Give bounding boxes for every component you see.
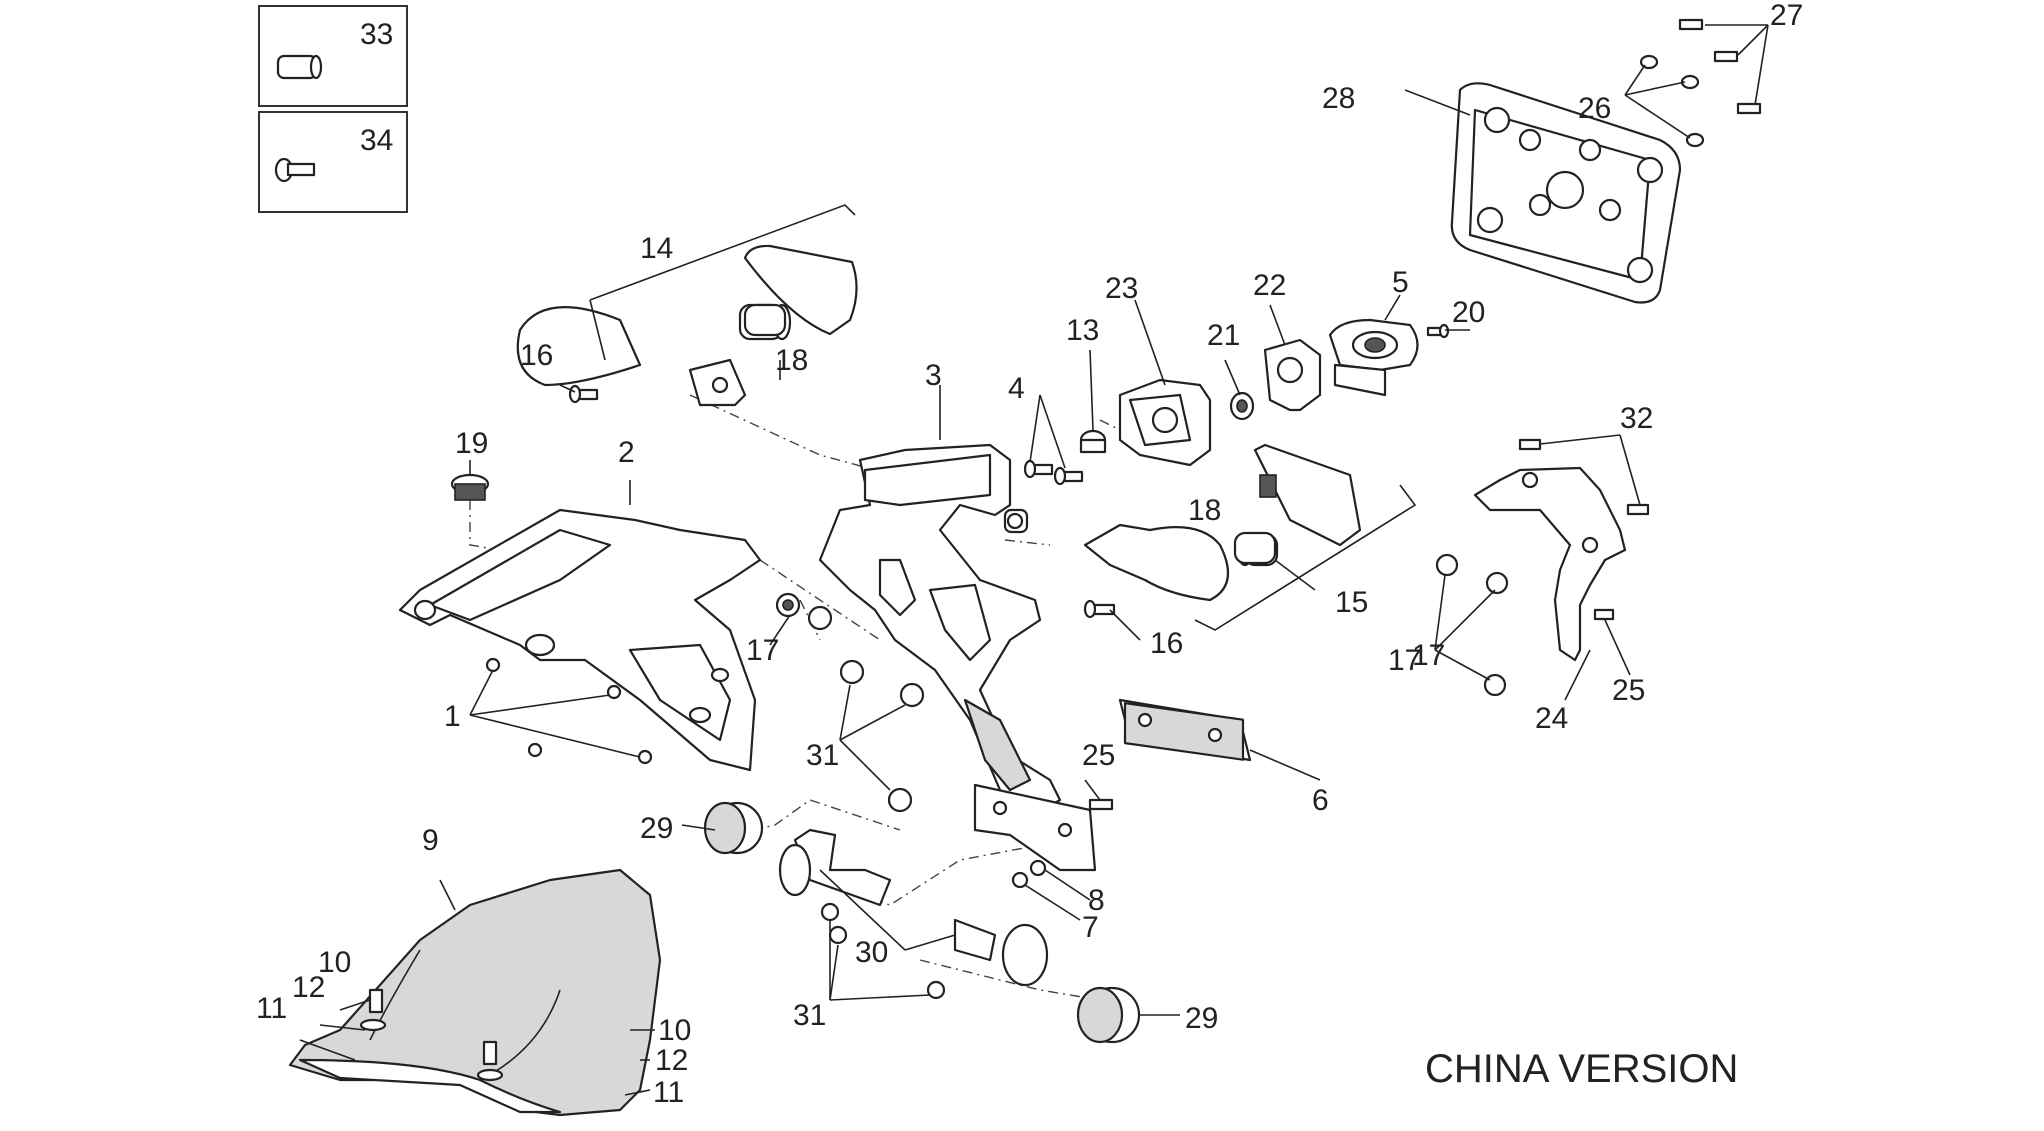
callout-22: 22 bbox=[1253, 269, 1286, 302]
part-5-tail-lamp bbox=[1328, 318, 1419, 397]
part-9-mudguard bbox=[288, 868, 662, 1117]
part-23-lamp-housing bbox=[1118, 378, 1212, 467]
part-30-brackets bbox=[778, 828, 1049, 987]
callout-11b: 11 bbox=[653, 1076, 684, 1109]
callout-17c: 17 bbox=[1412, 639, 1445, 672]
part-19-plug bbox=[450, 473, 490, 501]
part-31-nuts bbox=[820, 659, 946, 1001]
callout-29b: 29 bbox=[1185, 1002, 1218, 1035]
callout-19: 19 bbox=[455, 427, 488, 460]
callout-18a: 18 bbox=[775, 344, 808, 377]
part-29-reflectors bbox=[703, 801, 1141, 1044]
callout-3: 3 bbox=[925, 359, 942, 392]
callout-15: 15 bbox=[1335, 586, 1368, 619]
callout-31a: 31 bbox=[806, 739, 839, 772]
callout-10a: 10 bbox=[318, 946, 351, 979]
callout-labels: 1 2 3 4 5 6 7 8 9 10 10 11 11 12 12 13 1… bbox=[256, 0, 1803, 1109]
callout-5: 5 bbox=[1392, 266, 1409, 299]
part-6-reflector bbox=[1118, 698, 1252, 762]
part-rear-mudguard-bracket bbox=[398, 508, 762, 772]
part-license-plate-holder bbox=[818, 443, 1062, 822]
callout-leaders bbox=[299, 89, 1631, 1096]
part-7-8-nut-washer bbox=[1011, 859, 1047, 889]
callout-25a: 25 bbox=[1082, 739, 1115, 772]
part-21-grommet bbox=[1229, 391, 1255, 421]
part-18-bulbs bbox=[743, 303, 1277, 565]
callout-14: 14 bbox=[640, 232, 673, 265]
callout-4: 4 bbox=[1008, 372, 1025, 405]
callout-20: 20 bbox=[1452, 296, 1485, 329]
callout-18b: 18 bbox=[1188, 494, 1221, 527]
callout-23: 23 bbox=[1105, 272, 1138, 305]
label-33: 33 bbox=[360, 18, 393, 51]
part-22-plate bbox=[1263, 338, 1322, 412]
part-4-screws bbox=[1023, 394, 1084, 486]
part-1-screws bbox=[469, 657, 653, 765]
callout-32: 32 bbox=[1620, 402, 1653, 435]
part-25-screws bbox=[1088, 608, 1615, 811]
callout-27: 27 bbox=[1770, 0, 1803, 32]
callout-30: 30 bbox=[855, 936, 888, 969]
part-24-bracket bbox=[1473, 466, 1627, 662]
callout-31b: 31 bbox=[793, 999, 826, 1032]
callout-11a: 11 bbox=[256, 992, 287, 1025]
part-13-bush bbox=[1079, 429, 1107, 454]
inset-box-34: 34 bbox=[258, 111, 408, 213]
label-34: 34 bbox=[360, 124, 393, 157]
callout-26: 26 bbox=[1578, 92, 1611, 125]
china-version-caption: CHINA VERSION bbox=[1425, 1047, 1738, 1091]
callout-17a: 17 bbox=[746, 634, 779, 667]
callout-16a: 16 bbox=[520, 339, 553, 372]
callout-12a: 12 bbox=[292, 971, 325, 1004]
callout-1: 1 bbox=[444, 700, 461, 733]
callout-12b: 12 bbox=[655, 1044, 688, 1077]
callout-24: 24 bbox=[1535, 702, 1568, 735]
callout-13: 13 bbox=[1066, 314, 1099, 347]
callout-16b: 16 bbox=[1150, 627, 1183, 660]
part-27-screws bbox=[1678, 18, 1769, 115]
callout-29a: 29 bbox=[640, 812, 673, 845]
callout-25b: 25 bbox=[1612, 674, 1645, 707]
part-28-plate-bracket bbox=[1450, 82, 1682, 304]
callout-8: 8 bbox=[1088, 884, 1105, 917]
callout-28: 28 bbox=[1322, 82, 1355, 115]
inset-box-33: 33 bbox=[258, 5, 408, 107]
callout-10b: 10 bbox=[658, 1014, 691, 1047]
callout-2: 2 bbox=[618, 436, 635, 469]
callout-17b: 17 bbox=[1388, 644, 1421, 677]
part-32-screws bbox=[1518, 434, 1650, 516]
callout-9: 9 bbox=[422, 824, 439, 857]
part-26-washers bbox=[1624, 54, 1705, 148]
part-20-screw bbox=[1426, 323, 1450, 339]
part-number-plate-mount bbox=[973, 783, 1097, 872]
callout-6: 6 bbox=[1312, 784, 1329, 817]
callout-21: 21 bbox=[1207, 319, 1240, 352]
callout-7: 7 bbox=[1082, 911, 1099, 944]
